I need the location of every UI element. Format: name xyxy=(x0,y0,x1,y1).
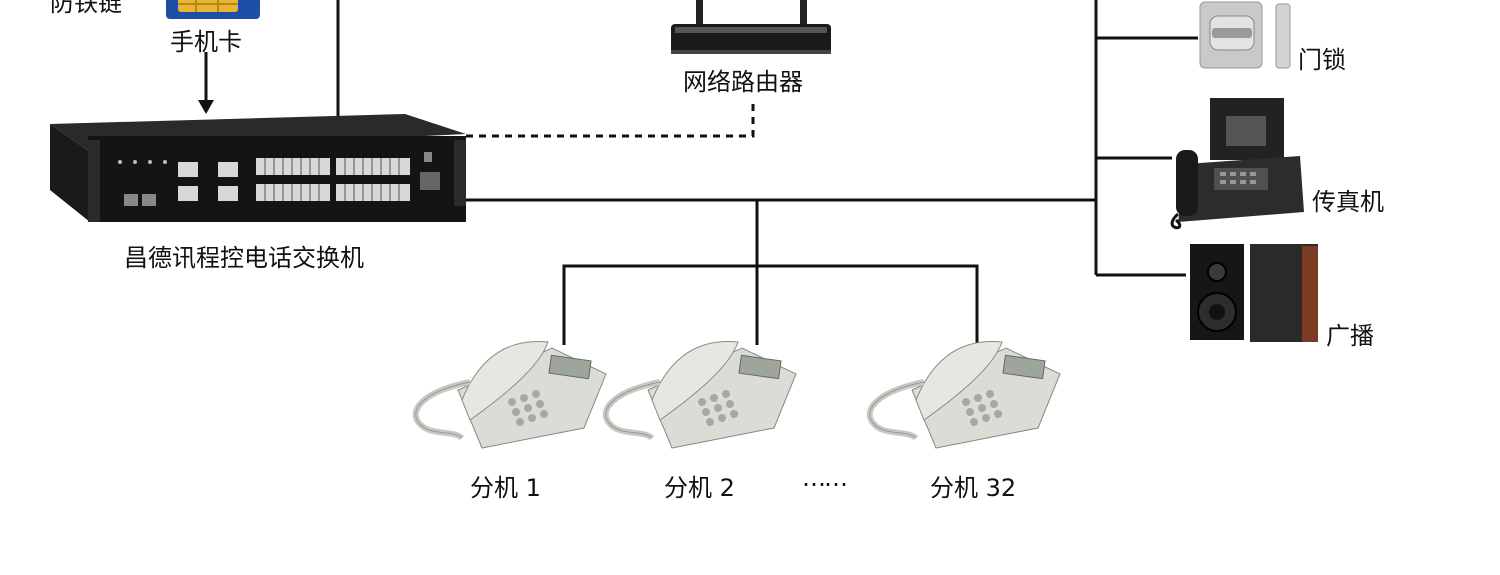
door-lock-icon xyxy=(1199,1,1291,69)
pbx-label: 昌德讯程控电话交换机 xyxy=(124,244,364,272)
sim-card-icon xyxy=(166,0,260,19)
pbx-switch-icon xyxy=(50,114,466,222)
door-lock-label: 门锁 xyxy=(1298,46,1346,74)
ellipsis-label: …… xyxy=(802,464,848,492)
telephone-ext2-icon xyxy=(606,341,796,448)
extension-bus-line xyxy=(562,264,979,345)
router-dashed-line xyxy=(466,98,755,138)
partial-top-label: 防铁链 xyxy=(50,0,122,17)
router-icon xyxy=(671,0,831,54)
broadcast-label: 广播 xyxy=(1326,322,1374,350)
router-label: 网络路由器 xyxy=(683,68,803,96)
connection-lines xyxy=(204,0,1198,345)
fax-machine-icon xyxy=(1170,98,1304,230)
extension-1-label: 分机 1 xyxy=(470,474,541,502)
telephone-ext1-icon xyxy=(416,341,606,448)
sim-arrow-head xyxy=(198,100,214,114)
extension-32-label: 分机 32 xyxy=(930,474,1017,502)
telephone-ext32-icon xyxy=(870,341,1060,448)
fax-label: 传真机 xyxy=(1312,188,1384,216)
speakers-icon xyxy=(1190,244,1318,342)
extension-2-label: 分机 2 xyxy=(664,474,735,502)
sim-card-label: 手机卡 xyxy=(170,28,242,56)
